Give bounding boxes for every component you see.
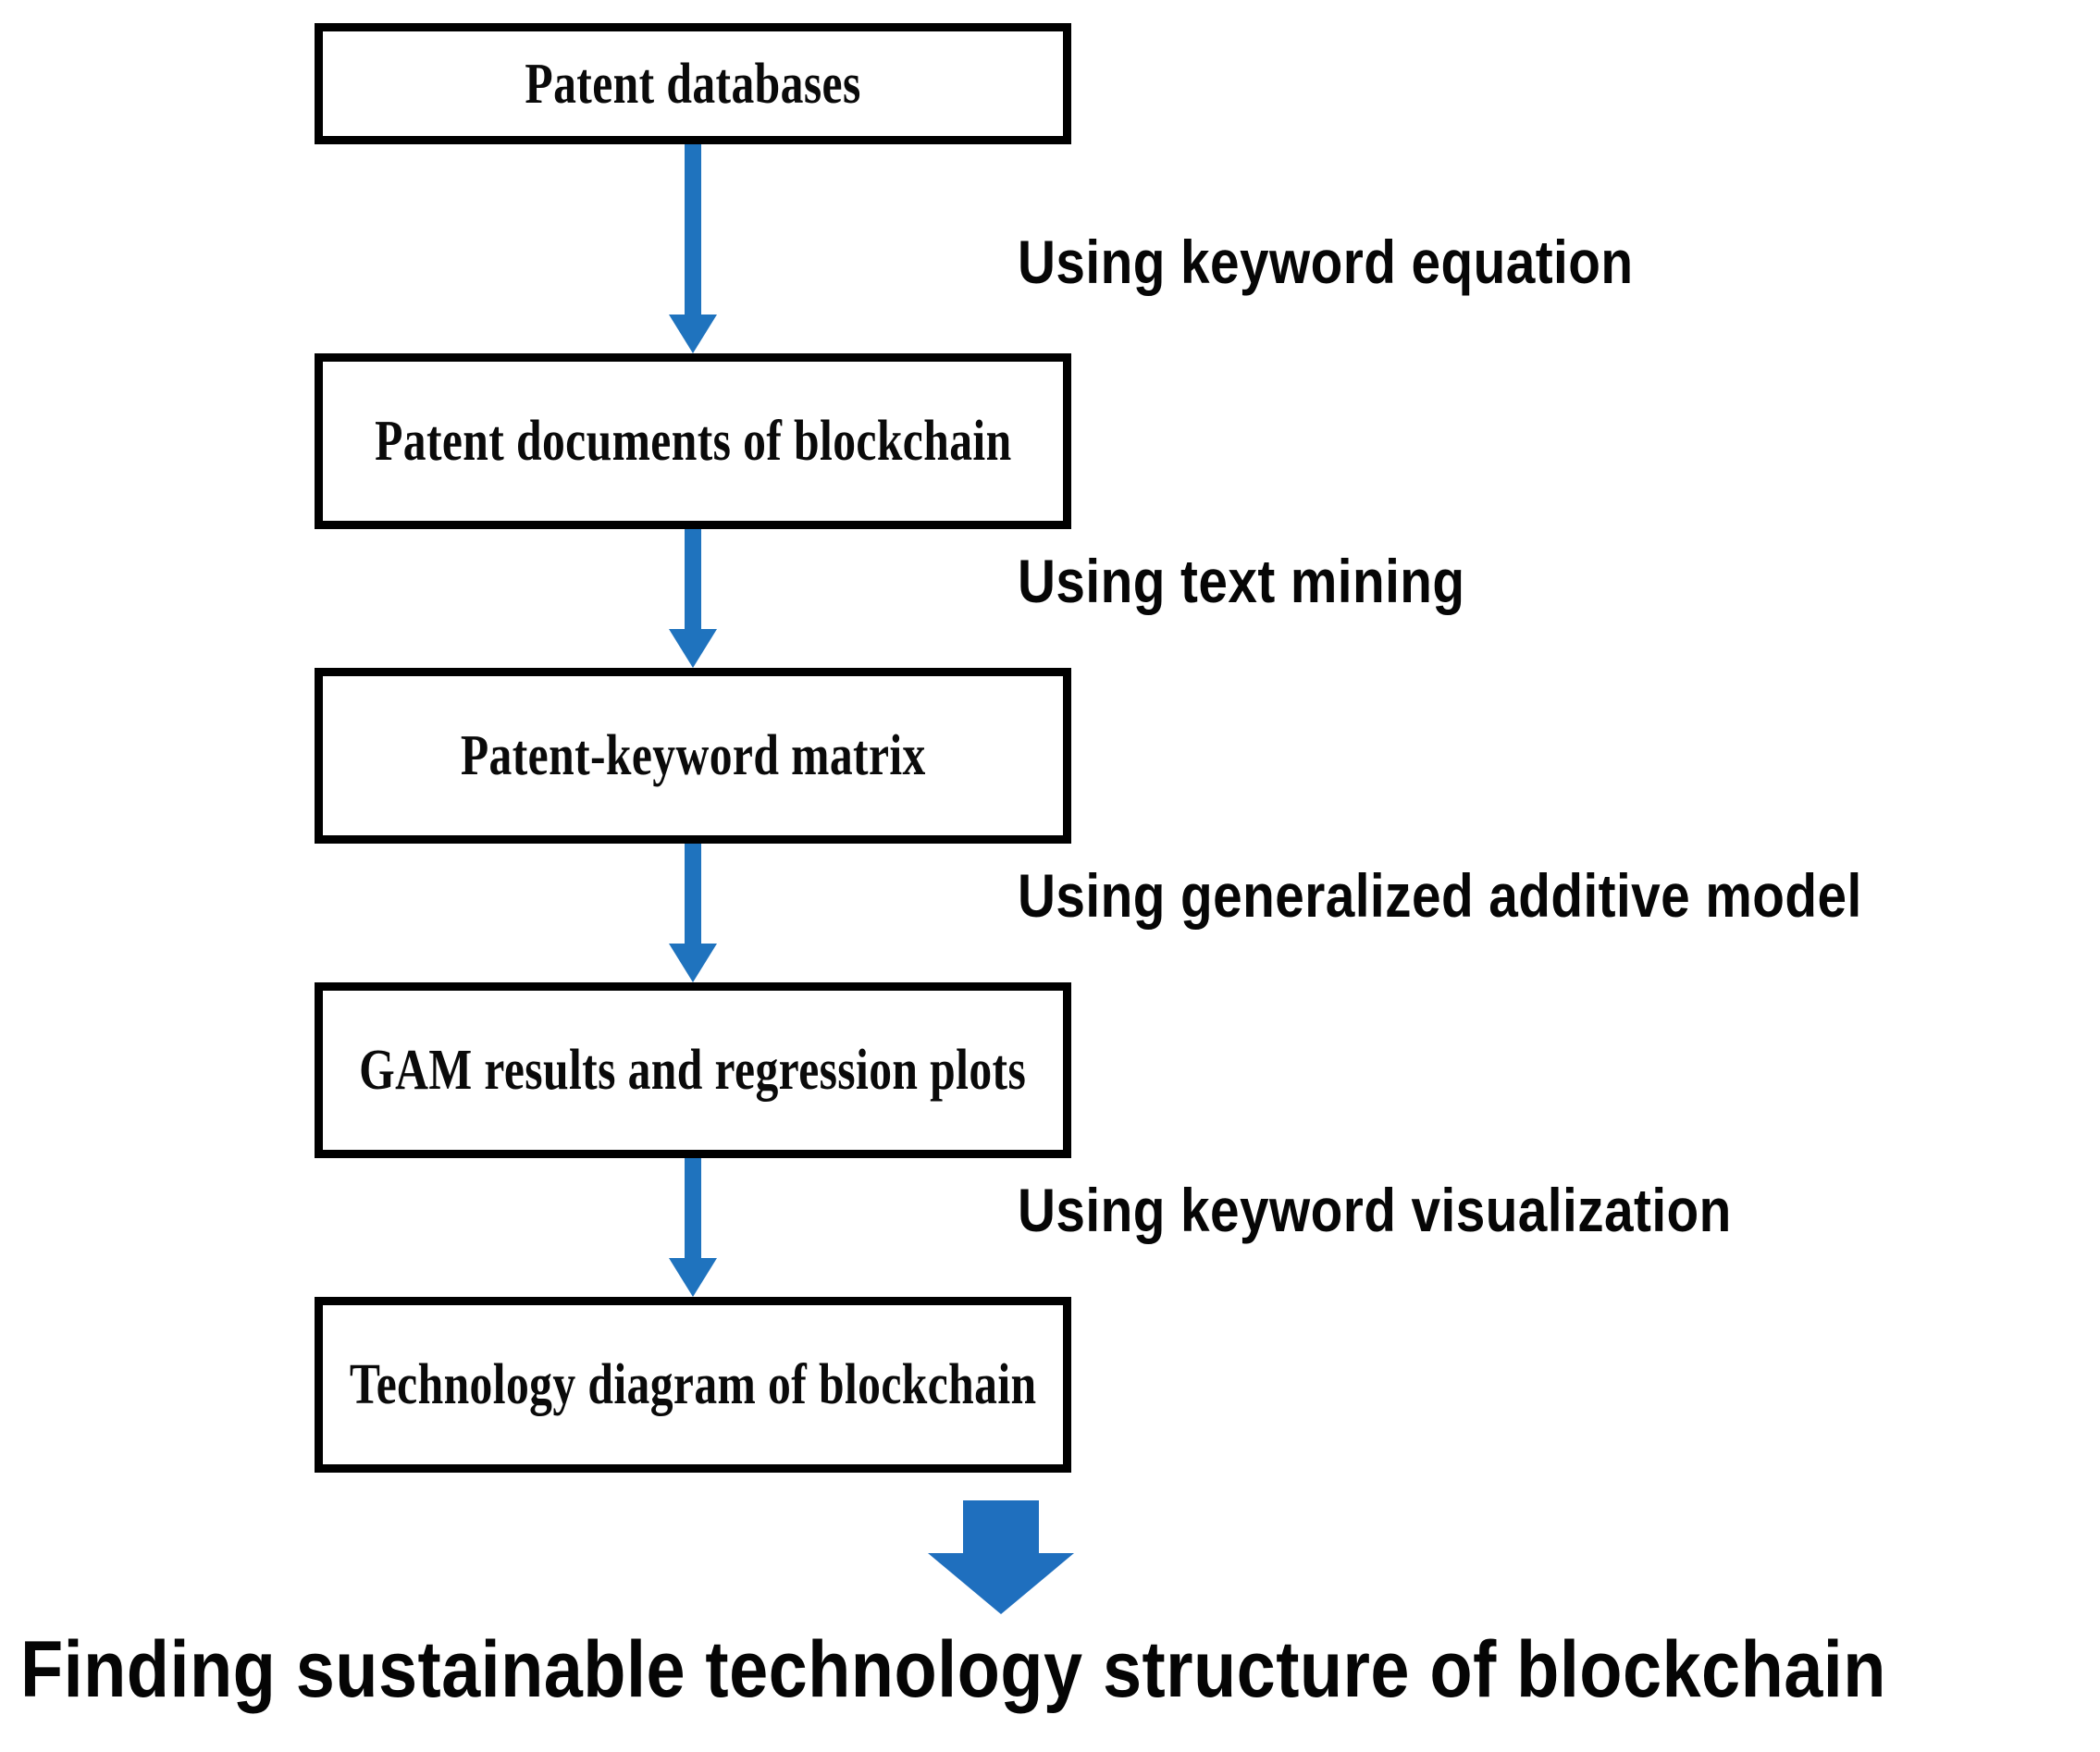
node-label: Patent-keyword matrix (460, 724, 926, 787)
node-label: Technology diagram of blockchain (349, 1353, 1037, 1416)
edge-label-using-text-mining: Using text mining (1018, 547, 1465, 615)
arrow-head-icon (669, 315, 717, 353)
process-node-technology-diagram: Technology diagram of blockchain (315, 1297, 1071, 1473)
arrow-shaft (685, 1158, 701, 1260)
conclusion-text: Finding sustainable technology structure… (20, 1625, 1886, 1714)
edge-label-using-keyword-equation: Using keyword equation (1018, 228, 1634, 296)
arrow-head-icon (669, 1258, 717, 1297)
arrow-shaft (685, 844, 701, 945)
node-label: Patent documents of blockchain (374, 410, 1012, 473)
arrow-head-icon (669, 944, 717, 982)
connector-arrow-4 (669, 1158, 717, 1297)
process-node-patent-documents: Patent documents of blockchain (315, 353, 1071, 529)
connector-arrow-2 (669, 529, 717, 668)
edge-label-using-keyword-visualization: Using keyword visualization (1018, 1176, 1732, 1244)
arrow-shaft (685, 529, 701, 631)
edge-label-using-generalized-additive-model: Using generalized additive model (1018, 861, 1862, 930)
process-node-gam-results: GAM results and regression plots (315, 982, 1071, 1158)
down-block-arrow-icon (928, 1500, 1074, 1614)
arrow-shaft (685, 144, 701, 316)
process-node-patent-databases: Patent databases (315, 23, 1071, 144)
connector-arrow-1 (669, 144, 717, 353)
node-label: Patent databases (525, 52, 861, 116)
connector-arrow-3 (669, 844, 717, 982)
arrow-head-icon (669, 629, 717, 668)
process-node-patent-keyword-matrix: Patent-keyword matrix (315, 668, 1071, 844)
block-arrow-tip (928, 1553, 1074, 1614)
node-label: GAM results and regression plots (359, 1039, 1027, 1102)
block-arrow-stem (963, 1500, 1039, 1558)
